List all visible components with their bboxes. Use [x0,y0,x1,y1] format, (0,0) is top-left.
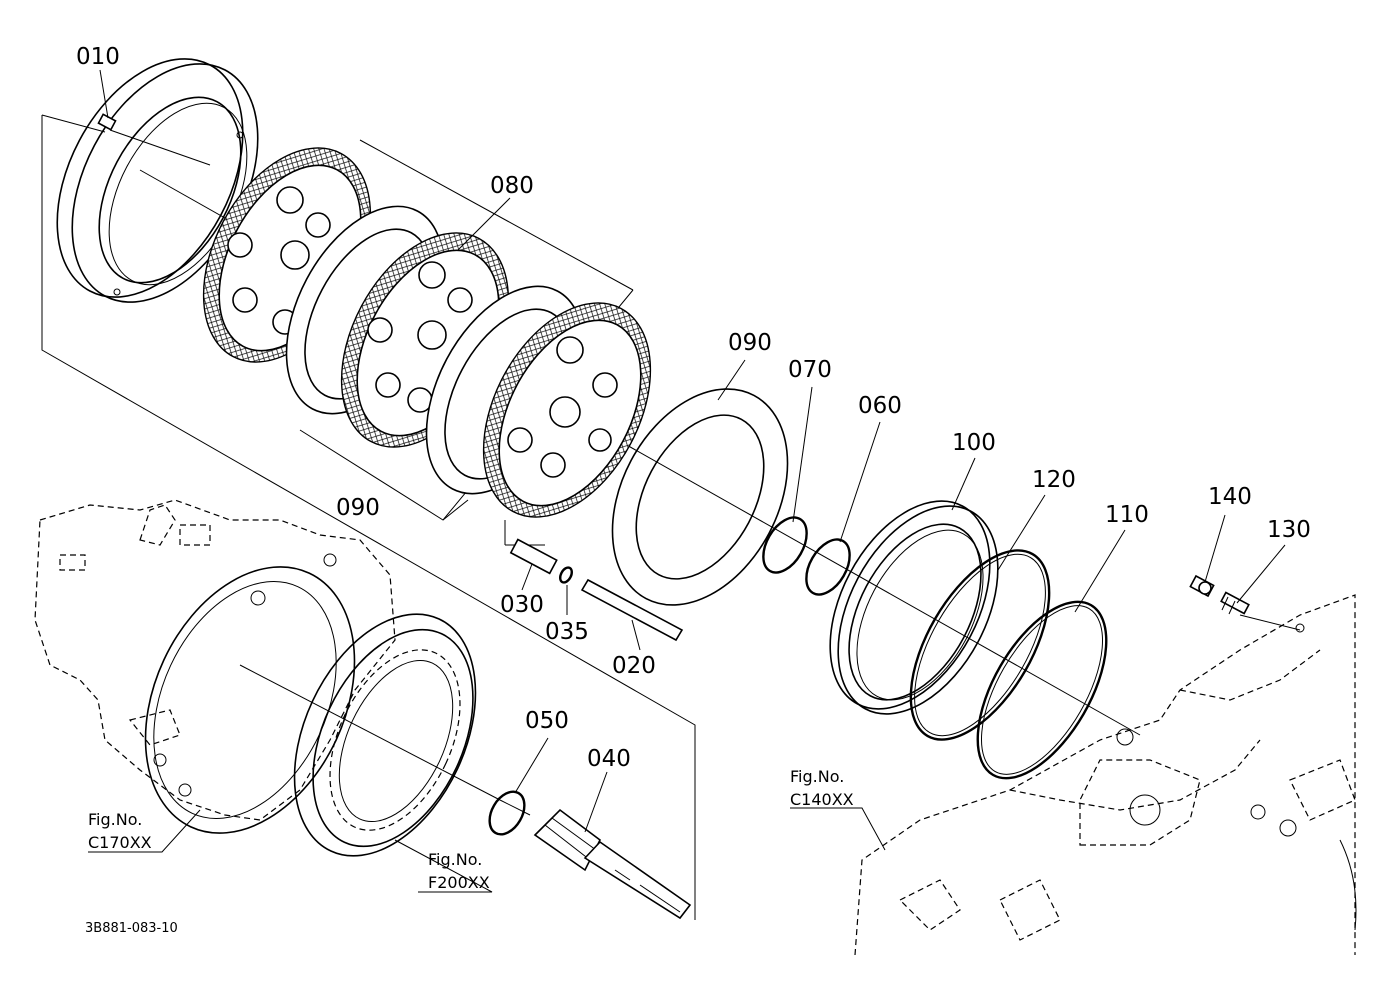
diagram-code: 3B881-083-10 [85,921,178,936]
part-040-gear-shaft [533,808,692,920]
label-090-left: 090 [336,495,380,521]
part-070-ring [762,516,808,574]
figure-references: Fig.No. C170XX Fig.No. F200XX Fig.No. C1… [88,767,854,892]
part-110-o-ring [976,600,1108,780]
label-035: 035 [545,619,589,645]
transmission-case-housing [854,594,1357,956]
internal-ring-gear [293,613,477,857]
part-035-washer [559,566,573,584]
friction-disc-3 [482,302,652,518]
label-080: 080 [490,173,534,199]
fig-ref-f200-code: F200XX [428,873,490,892]
label-130: 130 [1267,517,1311,543]
fig-ref-c140-label: Fig.No. [790,767,844,786]
label-010: 010 [76,44,120,70]
label-110: 110 [1105,502,1149,528]
label-020: 020 [612,653,656,679]
label-070: 070 [788,357,832,383]
part-number-labels: 010 080 090 070 060 100 120 110 140 130 … [76,44,1311,772]
label-120: 120 [1032,467,1076,493]
part-140-fitting [1189,574,1215,598]
label-030: 030 [500,592,544,618]
fig-ref-c170-code: C170XX [88,833,152,852]
fig-ref-c170-label: Fig.No. [88,810,142,829]
part-130-bleed-screw [1220,591,1250,615]
leader-lines [88,69,1286,893]
part-100-piston [829,500,999,715]
brake-case-housing [34,499,396,834]
part-020-shaft [580,578,684,642]
fig-ref-c140-code: C140XX [790,790,854,809]
part-060-snap-ring [805,538,851,596]
part-030-pin [509,538,558,575]
part-050-o-ring [488,790,526,836]
part-090-plate [611,388,789,606]
label-060: 060 [858,393,902,419]
part-120-o-ring [909,549,1051,741]
label-050: 050 [525,708,569,734]
label-100: 100 [952,430,996,456]
label-090-right: 090 [728,330,772,356]
fig-ref-f200-label: Fig.No. [428,850,482,869]
label-140: 140 [1208,484,1252,510]
label-040: 040 [587,746,631,772]
